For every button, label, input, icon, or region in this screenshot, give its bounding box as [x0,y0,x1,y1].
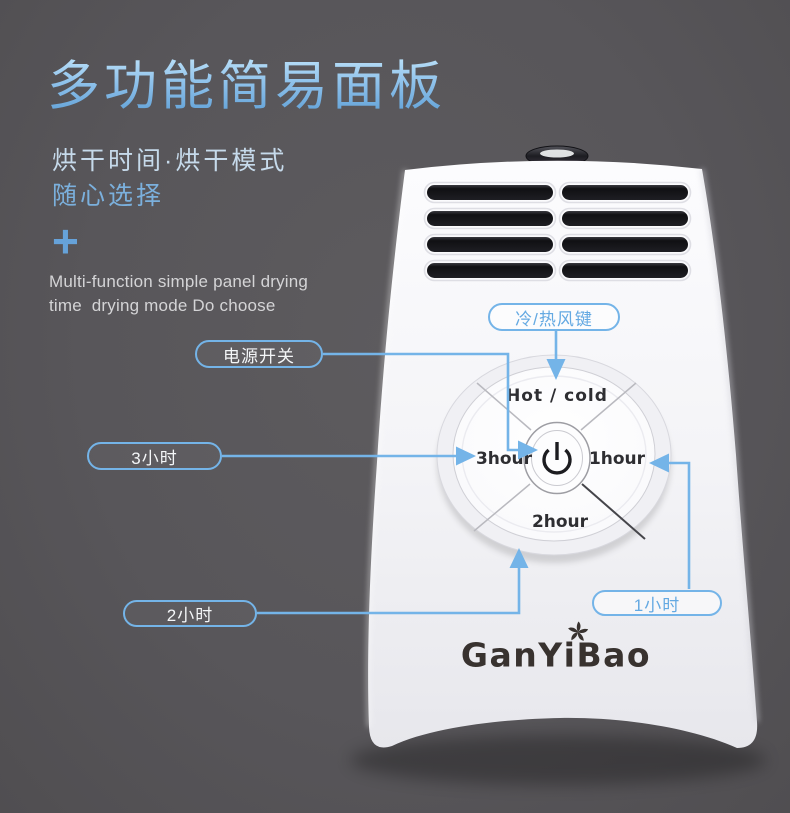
callout-one-hour-label: 1小时 [633,595,681,615]
hot-cold-button-label: Hot / cold [506,386,608,406]
callout-two-hours-label: 2小时 [166,606,214,625]
fan-pinwheel-icon [568,621,589,641]
description-line-2: time drying mode Do choose [49,296,276,315]
brand-logo: GanYiBao [461,621,651,675]
callout-power-switch-label: 电源开关 [223,346,295,366]
three-hour-button-label: 3hour [476,449,533,469]
plus-icon: + [52,215,79,267]
device-shadow [350,735,766,785]
page-title: 多功能简易面板 [47,57,446,116]
callout-three-hours-label: 3小时 [131,448,178,468]
brand-name: GanYiBao [461,636,651,675]
callout-three-hours: 3小时 [87,442,222,470]
description-line-1: Multi-function simple panel drying [49,272,309,291]
callout-power-switch: 电源开关 [195,340,323,368]
callout-one-hour: 1小时 [592,590,722,616]
subtitle-line-1: 烘干时间·烘干模式 [52,147,288,175]
power-icon [542,442,572,475]
two-hour-button-label: 2hour [532,512,589,532]
callout-two-hours: 2小时 [123,600,257,627]
one-hour-button-label: 1hour [589,449,646,469]
subtitle-line-2: 随心选择 [52,182,165,210]
callout-hot-cold-key: 冷/热风键 [488,303,620,331]
control-panel: Hot / cold 3hour 1hour 2hour [436,354,672,563]
air-vents [423,181,692,282]
callout-hot-cold-key-label: 冷/热风键 [515,309,593,329]
